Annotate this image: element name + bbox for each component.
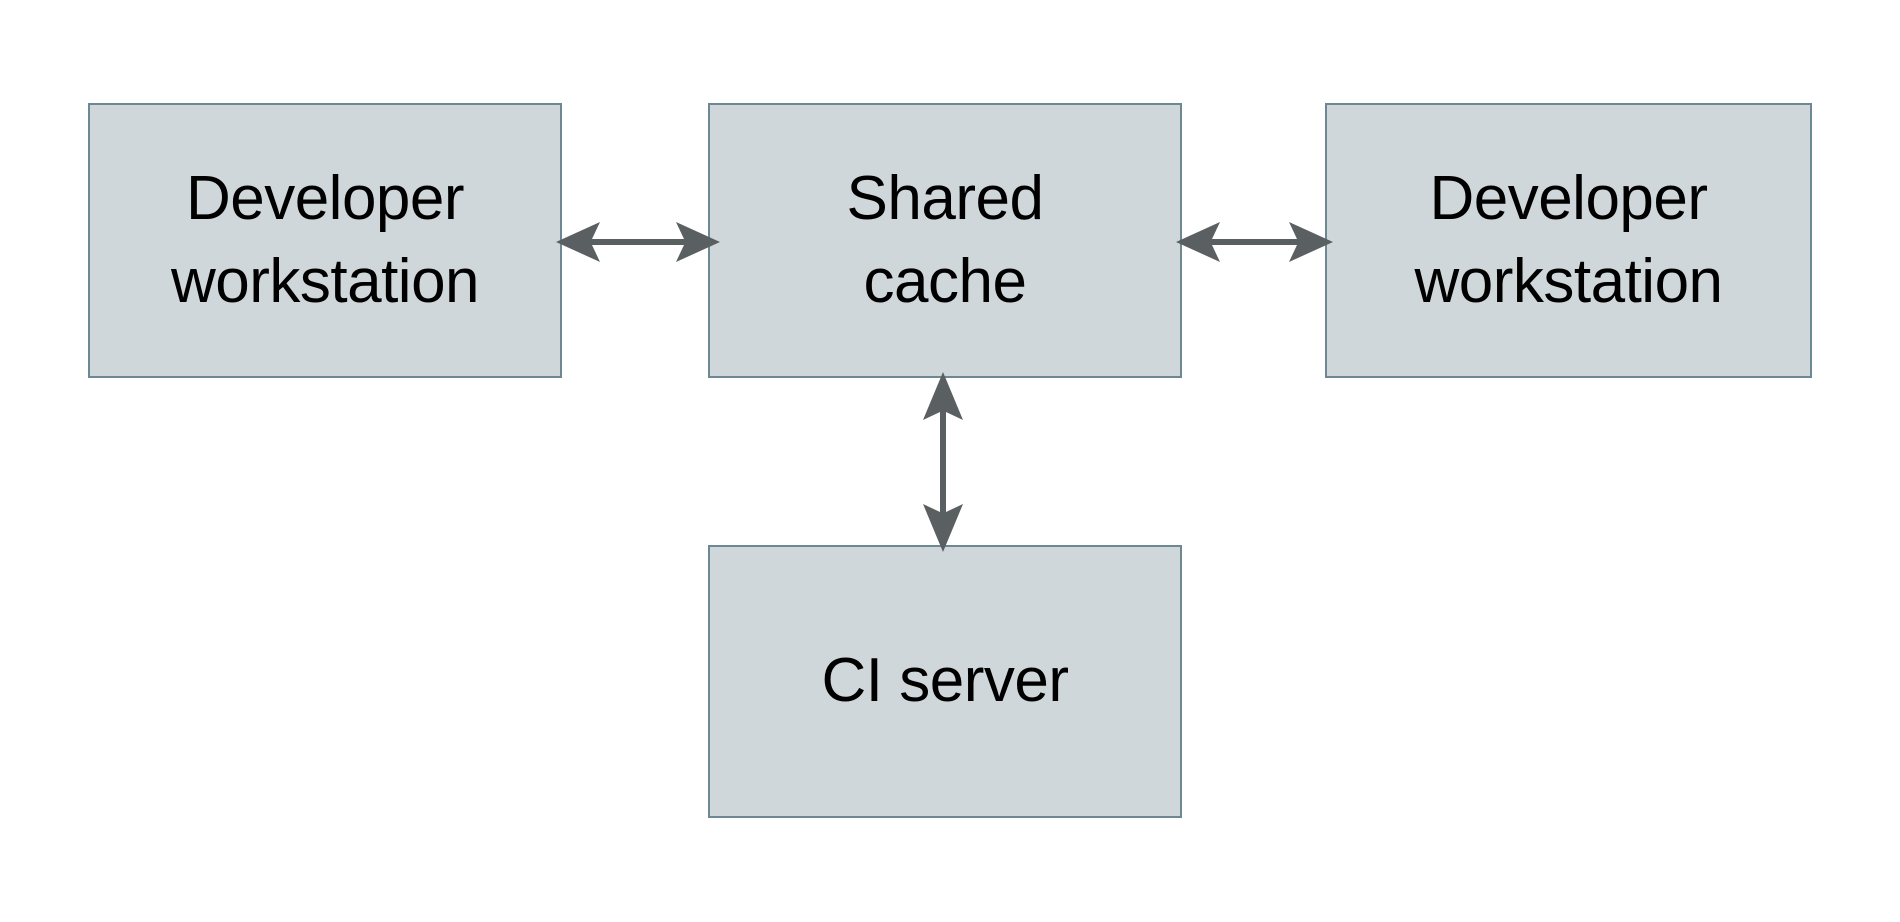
node-shared-cache[interactable]: Shared cache — [708, 103, 1182, 378]
node-developer-workstation-right[interactable]: Developer workstation — [1325, 103, 1812, 378]
node-label: Shared cache — [846, 164, 1044, 316]
node-label: Developer workstation — [1414, 164, 1723, 316]
edge-shared-cache-to-ci-server — [907, 372, 979, 552]
node-label: Developer workstation — [170, 164, 480, 316]
node-developer-workstation-left[interactable]: Developer workstation — [88, 103, 562, 378]
double-headed-arrow-vertical-icon — [923, 372, 963, 552]
double-headed-arrow-horizontal-icon — [556, 222, 720, 262]
edge-developer-workstation-left-to-shared-cache — [556, 206, 720, 278]
node-label: CI server — [821, 646, 1069, 716]
edge-shared-cache-to-developer-workstation-right — [1176, 206, 1333, 278]
node-ci-server[interactable]: CI server — [708, 545, 1182, 818]
double-headed-arrow-horizontal-icon — [1176, 222, 1333, 262]
